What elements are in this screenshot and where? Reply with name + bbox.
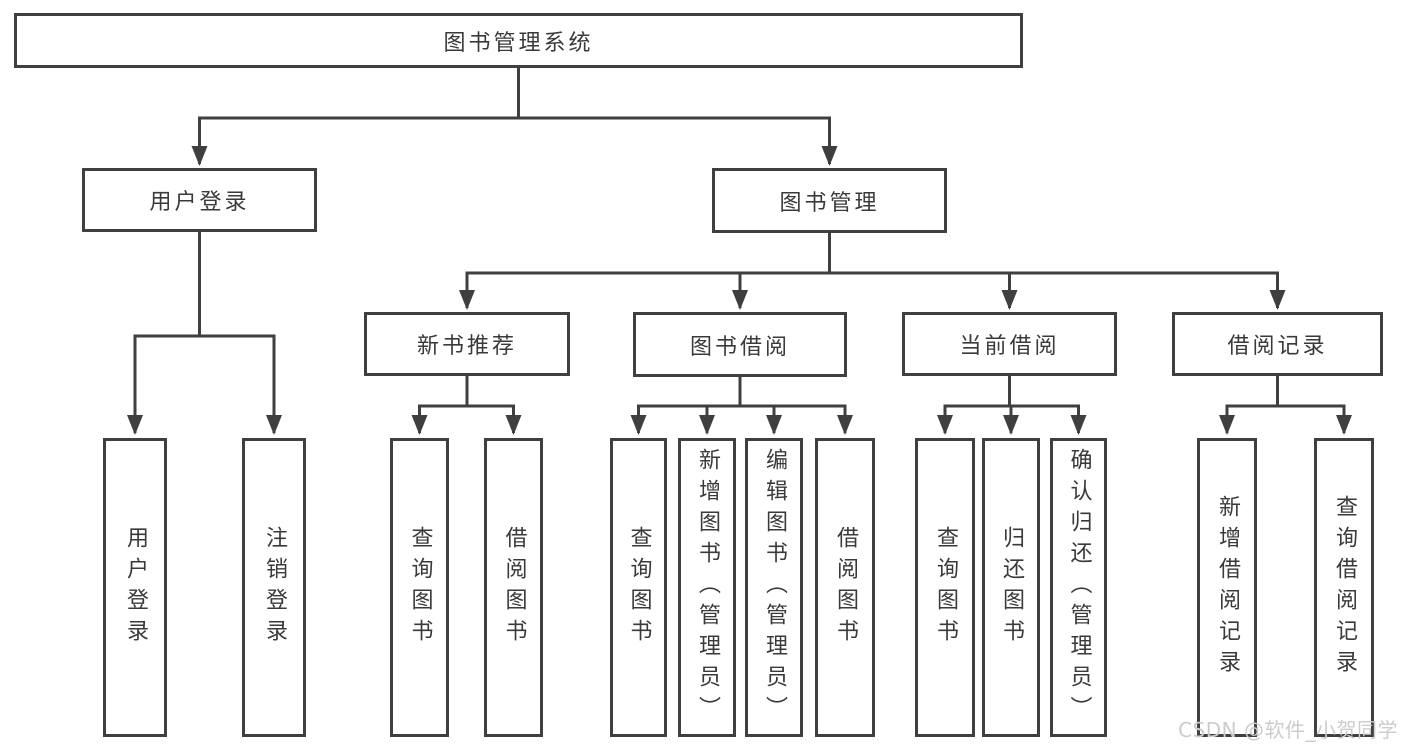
- watermark: CSDN @软件_小贺同学: [1178, 718, 1398, 742]
- node-current-borrow-label: 当前借阅: [959, 334, 1060, 359]
- leaf-borrow-add-book-admin-label: 新增图书（管理员）: [695, 448, 720, 727]
- node-book-management: 图书管理: [712, 168, 947, 233]
- leaf-logout: 注销登录: [242, 438, 306, 737]
- node-borrow-records: 借阅记录: [1172, 312, 1383, 376]
- leaf-records-query-record-label: 查询借阅记录: [1332, 494, 1357, 681]
- leaf-recommend-borrow-book-label: 借阅图书: [501, 525, 527, 650]
- leaf-current-query-book-label: 查询图书: [933, 525, 958, 650]
- node-new-book-recommend-label: 新书推荐: [416, 334, 517, 359]
- leaf-borrow-add-book-admin: 新增图书（管理员）: [678, 438, 736, 737]
- leaf-borrow-edit-book-admin-label: 编辑图书（管理员）: [762, 448, 787, 727]
- node-book-borrow: 图书借阅: [633, 312, 847, 377]
- node-root-system-label: 图书管理系统: [443, 30, 594, 56]
- leaf-recommend-borrow-book: 借阅图书: [484, 438, 543, 737]
- leaf-records-add-record-label: 新增借阅记录: [1215, 494, 1240, 681]
- node-user-login-label: 用户登录: [149, 190, 250, 215]
- leaf-current-confirm-return-admin: 确认归还（管理员）: [1050, 438, 1107, 737]
- leaf-recommend-query-book-label: 查询图书: [407, 525, 433, 650]
- node-book-borrow-label: 图书借阅: [689, 334, 790, 360]
- leaf-logout-label: 注销登录: [262, 525, 287, 650]
- leaf-current-return-book-label: 归还图书: [999, 525, 1024, 650]
- node-borrow-records-label: 借阅记录: [1227, 334, 1328, 359]
- node-root-system: 图书管理系统: [14, 13, 1023, 68]
- leaf-borrow-edit-book-admin: 编辑图书（管理员）: [745, 438, 803, 737]
- node-user-login: 用户登录: [82, 168, 317, 232]
- leaf-recommend-query-book: 查询图书: [390, 438, 449, 737]
- leaf-current-confirm-return-admin-label: 确认归还（管理员）: [1066, 448, 1092, 727]
- leaf-user-login: 用户登录: [103, 438, 167, 737]
- leaf-records-query-record: 查询借阅记录: [1314, 438, 1374, 737]
- leaf-borrow-borrow-book: 借阅图书: [815, 438, 875, 737]
- node-current-borrow: 当前借阅: [902, 312, 1117, 376]
- leaf-records-add-record: 新增借阅记录: [1197, 438, 1257, 737]
- node-book-management-label: 图书管理: [779, 190, 880, 216]
- leaf-borrow-borrow-book-label: 借阅图书: [833, 525, 858, 650]
- leaf-borrow-query-book: 查询图书: [610, 438, 667, 737]
- node-new-book-recommend: 新书推荐: [364, 312, 570, 376]
- leaf-borrow-query-book-label: 查询图书: [626, 525, 652, 650]
- leaf-current-return-book: 归还图书: [982, 438, 1040, 737]
- leaf-current-query-book: 查询图书: [915, 438, 975, 737]
- leaf-user-login-label: 用户登录: [123, 525, 148, 650]
